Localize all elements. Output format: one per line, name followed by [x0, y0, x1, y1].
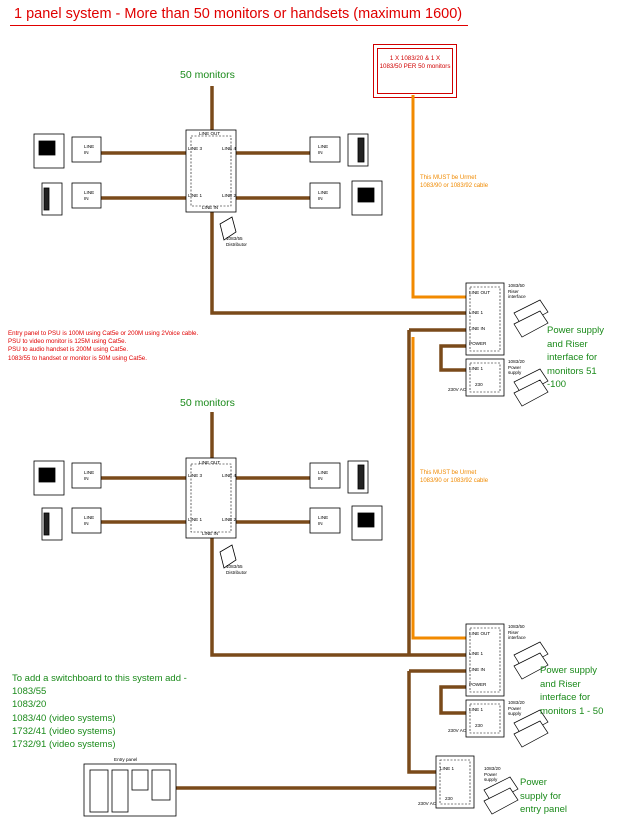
group-label-1: 50 monitors	[180, 69, 235, 81]
port-line-1: LINE 1	[188, 517, 203, 522]
brown-cables	[101, 86, 466, 790]
psu-port: LINE 1	[469, 707, 484, 712]
monitor-icons	[33, 133, 383, 541]
riser-port: LINE OUT	[469, 290, 491, 295]
psu-ac: 230V AC	[448, 387, 467, 392]
riser-port: LINE IN	[469, 326, 486, 331]
diagram-title: 1 panel system - More than 50 monitors o…	[14, 6, 463, 22]
port-line-in: LINE IN	[202, 531, 219, 536]
port-line-4: LINE 4	[222, 146, 237, 151]
module-illustrations	[483, 299, 549, 815]
psu-ac: 230V AC	[418, 801, 437, 806]
port-line-out: LINE OUT	[199, 131, 221, 136]
entry-panel-label: Entry panel	[114, 757, 138, 762]
psu-port: 230	[475, 723, 483, 728]
psu-port: LINE 1	[469, 366, 484, 371]
group-label-2: 50 monitors	[180, 397, 235, 409]
riser-port: LINE 1	[469, 651, 484, 656]
riser-port: POWER	[469, 682, 487, 687]
psu-port: LINE 1	[440, 766, 455, 771]
port-line-2: LINE 2	[222, 517, 237, 522]
distance-notes: Entry panel to PSU is 100M using Cat5e o…	[8, 330, 199, 362]
title-underline	[10, 25, 468, 26]
port-line-3: LINE 3	[188, 473, 203, 478]
riser-port: LINE 1	[469, 310, 484, 315]
requirement-text: 1 X 1083/20 & 1 X 1083/50 PER 50 monitor…	[377, 48, 453, 94]
port-line-4: LINE 4	[222, 473, 237, 478]
port-line-3: LINE 3	[188, 146, 203, 151]
riser-port: POWER	[469, 341, 487, 346]
requirement-box: 1 X 1083/20 & 1 X 1083/50 PER 50 monitor…	[373, 44, 457, 98]
switchboard-list: To add a switchboard to this system add …	[12, 673, 187, 751]
urmet-cables	[411, 95, 466, 640]
riser-port: LINE OUT	[469, 631, 491, 636]
port-line-1: LINE 1	[188, 193, 203, 198]
psu-port: 230	[475, 382, 483, 387]
port-line-2: LINE 2	[222, 193, 237, 198]
switchboard-heading: To add a switchboard to this system add …	[12, 673, 187, 684]
psu-port: 230	[445, 796, 453, 801]
port-line-in: LINE IN	[202, 205, 219, 210]
psu-ac: 230V AC	[448, 728, 467, 733]
riser-port: LINE IN	[469, 667, 486, 672]
port-line-out: LINE OUT	[199, 460, 221, 465]
